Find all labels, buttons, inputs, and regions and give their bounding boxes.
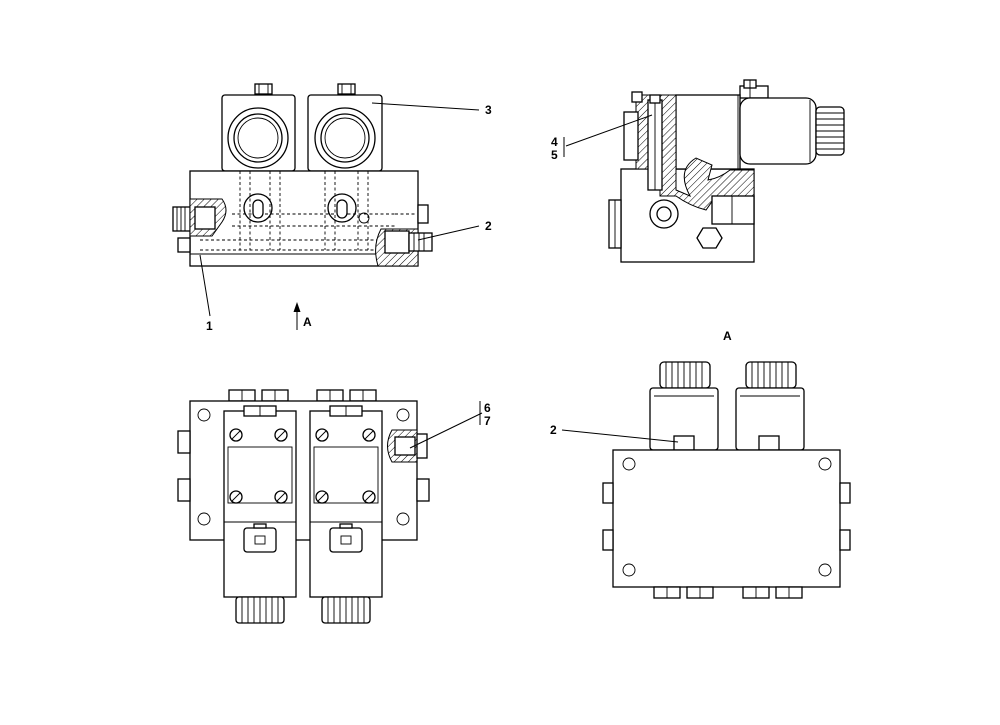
callout-2-front: 2: [485, 219, 492, 233]
left-fitting: [172, 198, 227, 253]
callout-6: 6: [484, 401, 491, 415]
spool-window-right: [327, 193, 370, 224]
leader-6-7: [409, 412, 483, 449]
solenoid-coil-left: [221, 94, 296, 172]
callout-1: 1: [206, 319, 213, 333]
view-a-arrow: [293, 302, 301, 330]
view-a-base-plate: [612, 449, 841, 588]
spool-window-left: [243, 193, 273, 223]
hidden-passages: [200, 171, 415, 251]
leader-2-front: [417, 225, 480, 241]
leader-2-view-a: [561, 429, 679, 443]
side-knurled-nut: [815, 106, 845, 156]
callout-7: 7: [484, 414, 491, 428]
solenoid-connector-right: [337, 83, 356, 95]
valve-left-top: [223, 405, 297, 598]
leader-4-5: [565, 114, 653, 147]
top-view: 6 7: [177, 389, 491, 624]
callout-3: 3: [485, 103, 492, 117]
leader-3: [371, 102, 480, 111]
callout-5: 5: [551, 148, 558, 162]
valve-right-nut: [321, 596, 371, 624]
valve-left-nut: [235, 596, 285, 624]
solenoid-connector-left: [254, 83, 273, 95]
front-view: A 1 2 3: [172, 83, 492, 333]
view-a-knurl-right: [745, 361, 797, 389]
callout-2-view-a: 2: [550, 423, 557, 437]
view-a-title: A: [723, 329, 732, 343]
solenoid-coil-right: [307, 94, 383, 172]
side-solenoid-coil: [739, 97, 817, 165]
side-hex-nut: [696, 227, 723, 249]
valve-right-top: [309, 405, 383, 598]
view-a-knurl-left: [659, 361, 711, 389]
view-arrow-label: A: [303, 315, 312, 329]
leader-1: [199, 254, 211, 317]
top-view-right-fitting: [387, 429, 428, 463]
right-fitting: [375, 204, 433, 267]
side-view: 4 5: [551, 79, 845, 263]
view-a: A: [550, 329, 851, 599]
callout-4: 4: [551, 135, 558, 149]
